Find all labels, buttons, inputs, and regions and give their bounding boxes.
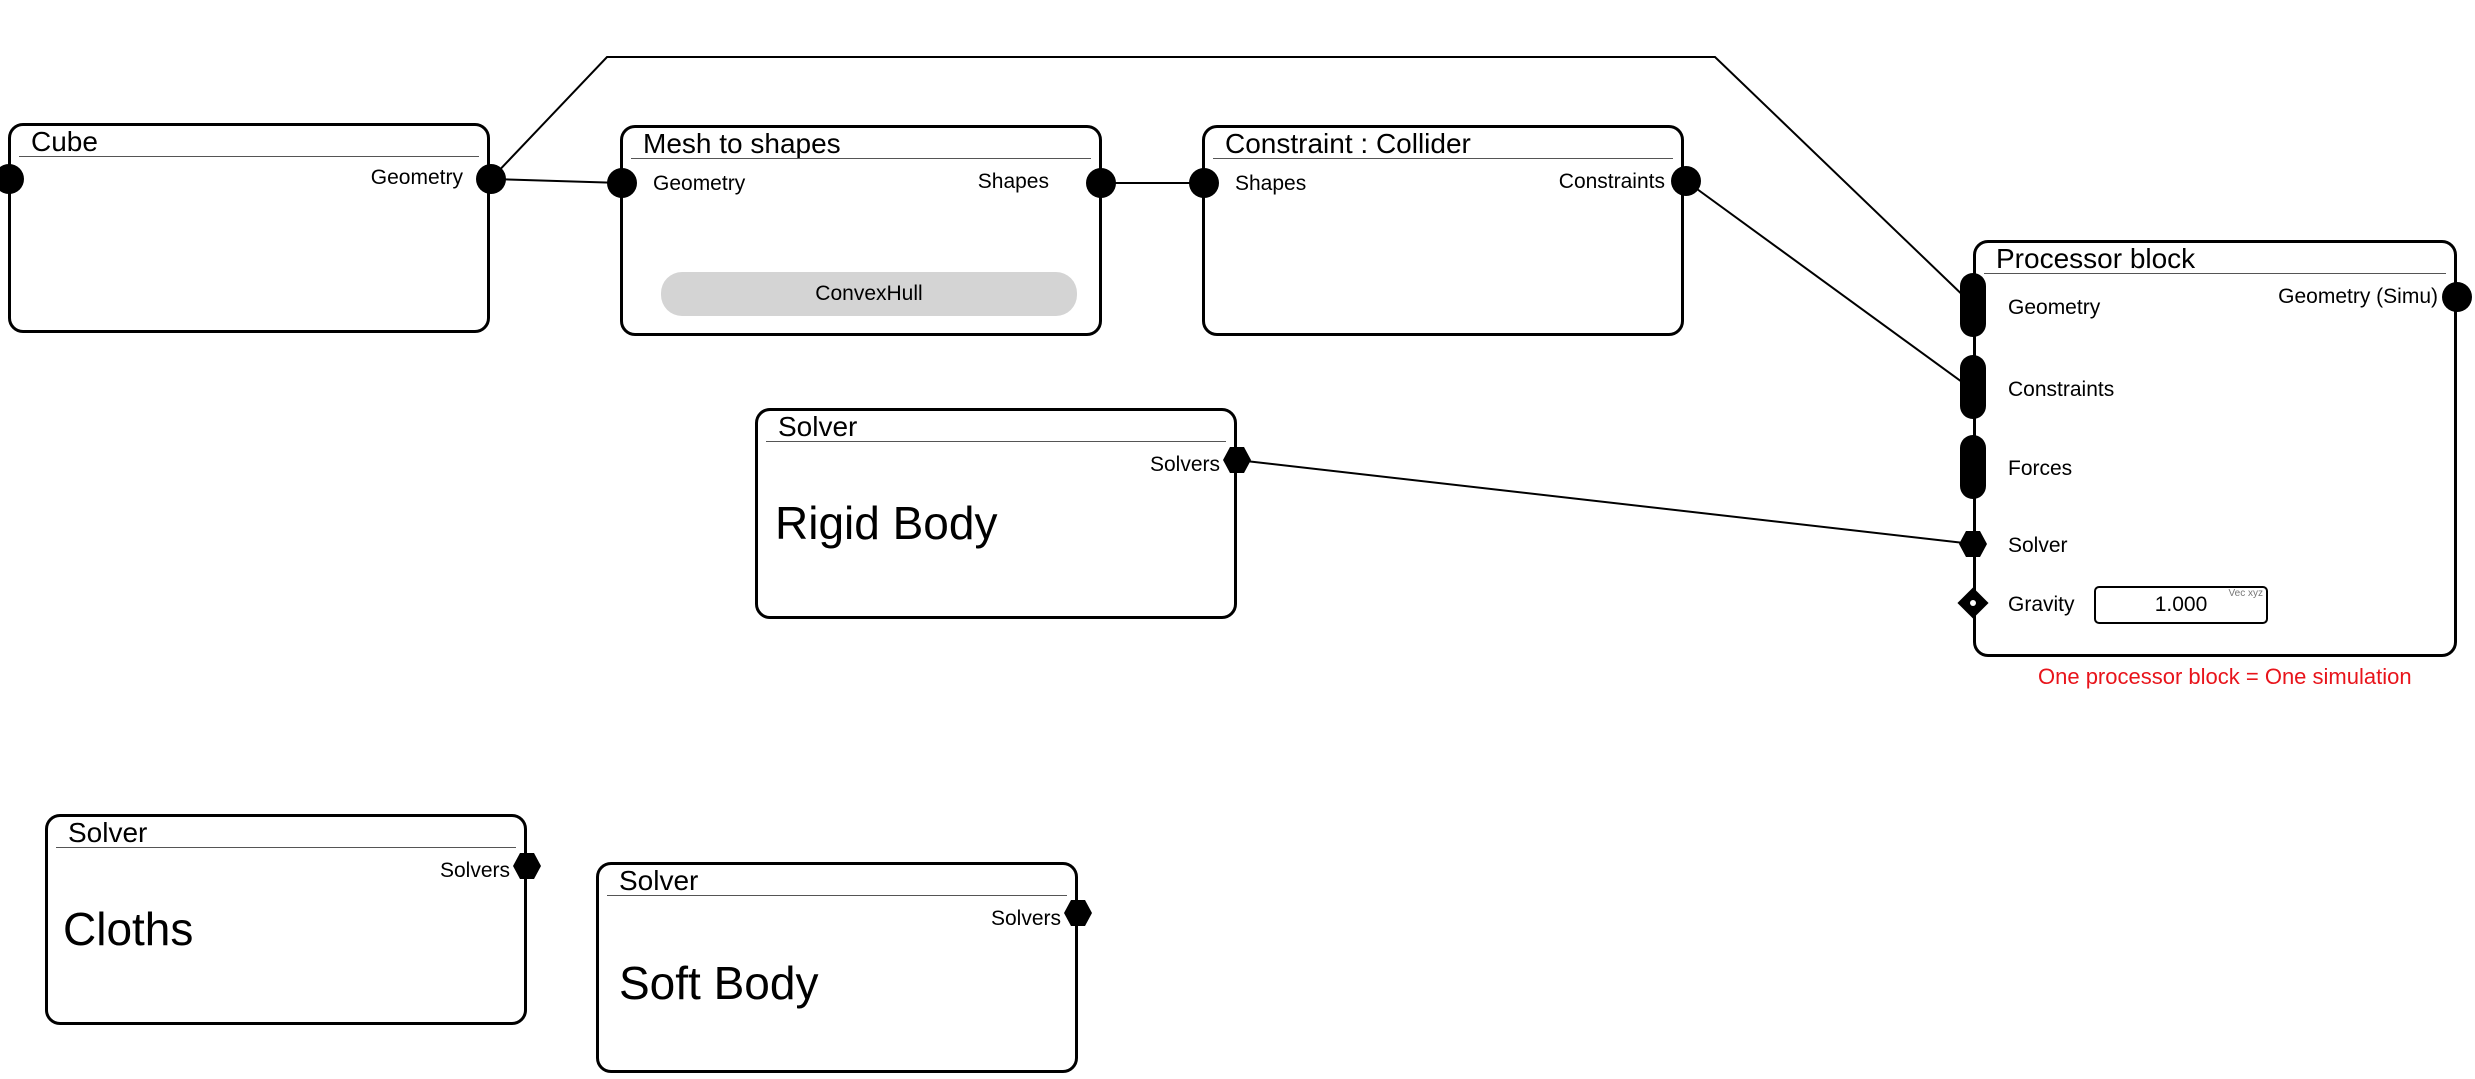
wire-solver-to-processor-solver[interactable]	[1236, 459, 1974, 545]
node-title: Mesh to shapes	[643, 128, 841, 159]
title-divider	[56, 847, 516, 848]
constraint-collider-node[interactable]: Constraint : Collider Shapes Constraints	[1202, 125, 1684, 336]
title-divider	[631, 158, 1091, 159]
output-label-solvers: Solvers	[1149, 453, 1220, 476]
input-label-forces: Forces	[2008, 457, 2073, 480]
output-label-geometry-simu: Geometry (Simu)	[2278, 285, 2438, 308]
wire-cube-to-mesh-geometry[interactable]	[490, 178, 623, 184]
node-title: Solver	[778, 411, 858, 442]
output-label-constraints: Constraints	[1558, 170, 1665, 193]
processor-forces-input-port[interactable]	[1960, 435, 1986, 499]
solver-type-label: Soft Body	[619, 957, 819, 1009]
title-divider	[607, 895, 1067, 896]
processor-geometry-input-port[interactable]	[1960, 273, 1986, 337]
output-label-shapes: Shapes	[977, 170, 1049, 193]
gravity-vector-field[interactable]: 1.000 Vec xyz	[2094, 586, 2268, 624]
input-label-gravity: Gravity	[2008, 593, 2075, 616]
mesh-geometry-input-port[interactable]	[607, 168, 637, 198]
vector-type-tag: Vec xyz	[2228, 588, 2263, 599]
cube-input-port[interactable]	[0, 164, 24, 194]
node-title: Solver	[619, 865, 699, 896]
wire-cube-to-processor-geometry[interactable]	[490, 56, 1974, 306]
gravity-value: 1.000	[2154, 593, 2208, 616]
collider-shapes-input-port[interactable]	[1189, 168, 1219, 198]
solver-soft-body-node[interactable]: Solver Solvers Soft Body	[596, 862, 1078, 1073]
collider-constraints-output-port[interactable]	[1671, 166, 1701, 196]
node-title: Cube	[31, 126, 98, 157]
processor-geometry-simu-output-port[interactable]	[2442, 282, 2472, 312]
title-divider	[19, 156, 479, 157]
processor-constraints-input-port[interactable]	[1960, 355, 1986, 419]
input-label-solver: Solver	[2008, 534, 2068, 557]
wire-collider-constraints-to-processor-constraints[interactable]	[1685, 180, 1974, 391]
input-label-geometry: Geometry	[653, 172, 746, 195]
mesh-shapes-output-port[interactable]	[1086, 168, 1116, 198]
input-label-geometry: Geometry	[2008, 296, 2101, 319]
input-label-shapes: Shapes	[1235, 172, 1307, 195]
cube-node[interactable]: Cube Geometry	[8, 123, 490, 333]
title-divider	[766, 441, 1226, 442]
input-label-constraints: Constraints	[2008, 378, 2115, 401]
solver-rigid-body-node[interactable]: Solver Solvers Rigid Body	[755, 408, 1237, 619]
solver-type-label: Rigid Body	[775, 497, 998, 549]
cube-geometry-output-port[interactable]	[476, 164, 506, 194]
title-divider	[1984, 273, 2446, 274]
cloths-solvers-output-port[interactable]	[513, 853, 541, 879]
node-title: Processor block	[1996, 243, 2196, 274]
output-label-solvers: Solvers	[990, 907, 1061, 930]
solver-type-label: Cloths	[63, 903, 194, 955]
node-title: Constraint : Collider	[1225, 128, 1471, 159]
processor-note: One processor block = One simulation	[2038, 664, 2412, 689]
output-label-geometry: Geometry	[370, 166, 463, 189]
mesh-to-shapes-node[interactable]: Mesh to shapes Geometry Shapes ConvexHul…	[620, 125, 1102, 336]
node-title: Solver	[68, 817, 148, 848]
output-label-solvers: Solvers	[439, 859, 510, 882]
processor-block-node[interactable]: Processor block Geometry (Simu) Geometry…	[1973, 240, 2457, 657]
convex-hull-button[interactable]: ConvexHull	[661, 272, 1077, 316]
title-divider	[1213, 158, 1673, 159]
solver-cloths-node[interactable]: Solver Solvers Cloths	[45, 814, 527, 1025]
